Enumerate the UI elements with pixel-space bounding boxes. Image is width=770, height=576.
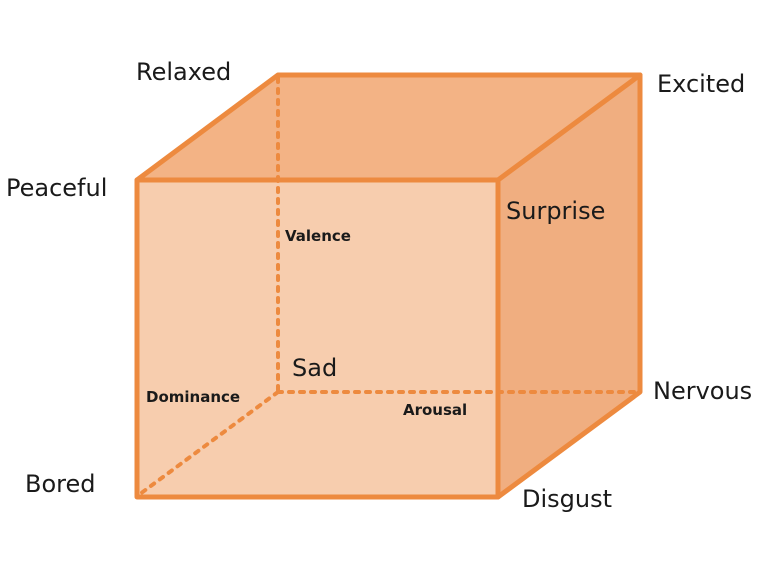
label-arousal: Arousal	[403, 401, 467, 419]
cube-top-face	[137, 75, 640, 180]
label-dominance: Dominance	[146, 388, 240, 406]
dominance-axis	[138, 390, 280, 496]
label-nervous: Nervous	[653, 377, 752, 405]
cube-visible-edges	[134, 72, 643, 500]
label-relaxed: Relaxed	[136, 58, 231, 86]
label-valence: Valence	[285, 227, 351, 245]
label-surprise: Surprise	[506, 197, 605, 225]
label-peaceful: Peaceful	[6, 174, 107, 202]
label-sad: Sad	[292, 354, 337, 382]
label-bored: Bored	[25, 470, 96, 498]
cube-front-face	[137, 180, 498, 497]
label-excited: Excited	[657, 70, 745, 98]
label-disgust: Disgust	[522, 485, 612, 513]
